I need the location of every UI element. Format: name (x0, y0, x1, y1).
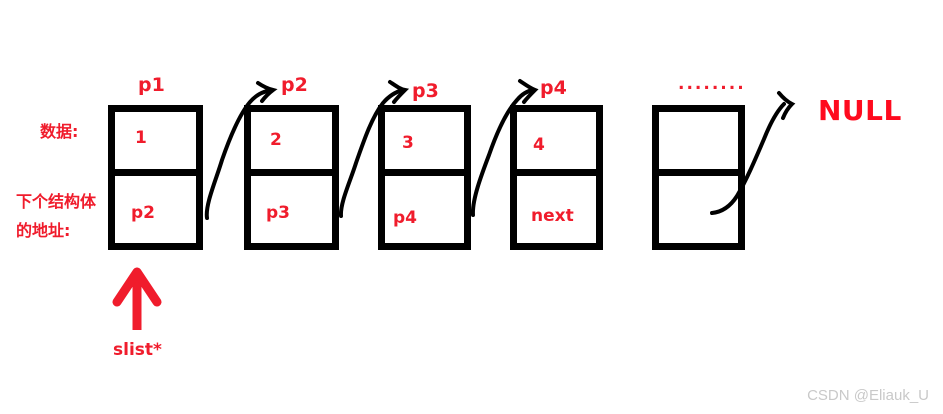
continuation-ellipsis: ........ (678, 74, 746, 94)
node-data-value-1: 1 (135, 128, 147, 148)
node-box-5 (652, 105, 745, 250)
node-divider-2 (244, 169, 339, 176)
node-divider-4 (510, 169, 603, 176)
node-data-value-4: 4 (533, 135, 545, 155)
row-label-next-line1: 下个结构体 (16, 192, 97, 211)
node-divider-1 (108, 169, 203, 176)
node-pointer-label-p4: p4 (540, 77, 567, 99)
row-label-data: 数据: (40, 122, 79, 141)
head-pointer-arrow (112, 267, 162, 330)
node-next-value-1: p2 (131, 203, 155, 223)
watermark-text: CSDN @Eliauk_U (807, 387, 929, 404)
node-divider-5 (652, 169, 745, 176)
node-pointer-label-p3: p3 (412, 80, 439, 102)
node-box-1 (108, 105, 203, 250)
head-pointer-label: slist* (113, 340, 162, 360)
node-next-value-2: p3 (266, 203, 290, 223)
node-pointer-label-p2: p2 (281, 74, 308, 96)
node-box-2 (244, 105, 339, 250)
node-divider-3 (378, 169, 471, 176)
null-terminator-label: NULL (818, 94, 902, 127)
node-next-value-3: p4 (393, 208, 417, 228)
node-box-3 (378, 105, 471, 250)
node-data-value-3: 3 (402, 133, 414, 153)
node-box-4 (510, 105, 603, 250)
node-pointer-label-p1: p1 (138, 74, 165, 96)
row-label-next-line2: 的地址: (16, 221, 71, 240)
node-next-value-4: next (531, 206, 574, 226)
node-data-value-2: 2 (270, 130, 282, 150)
